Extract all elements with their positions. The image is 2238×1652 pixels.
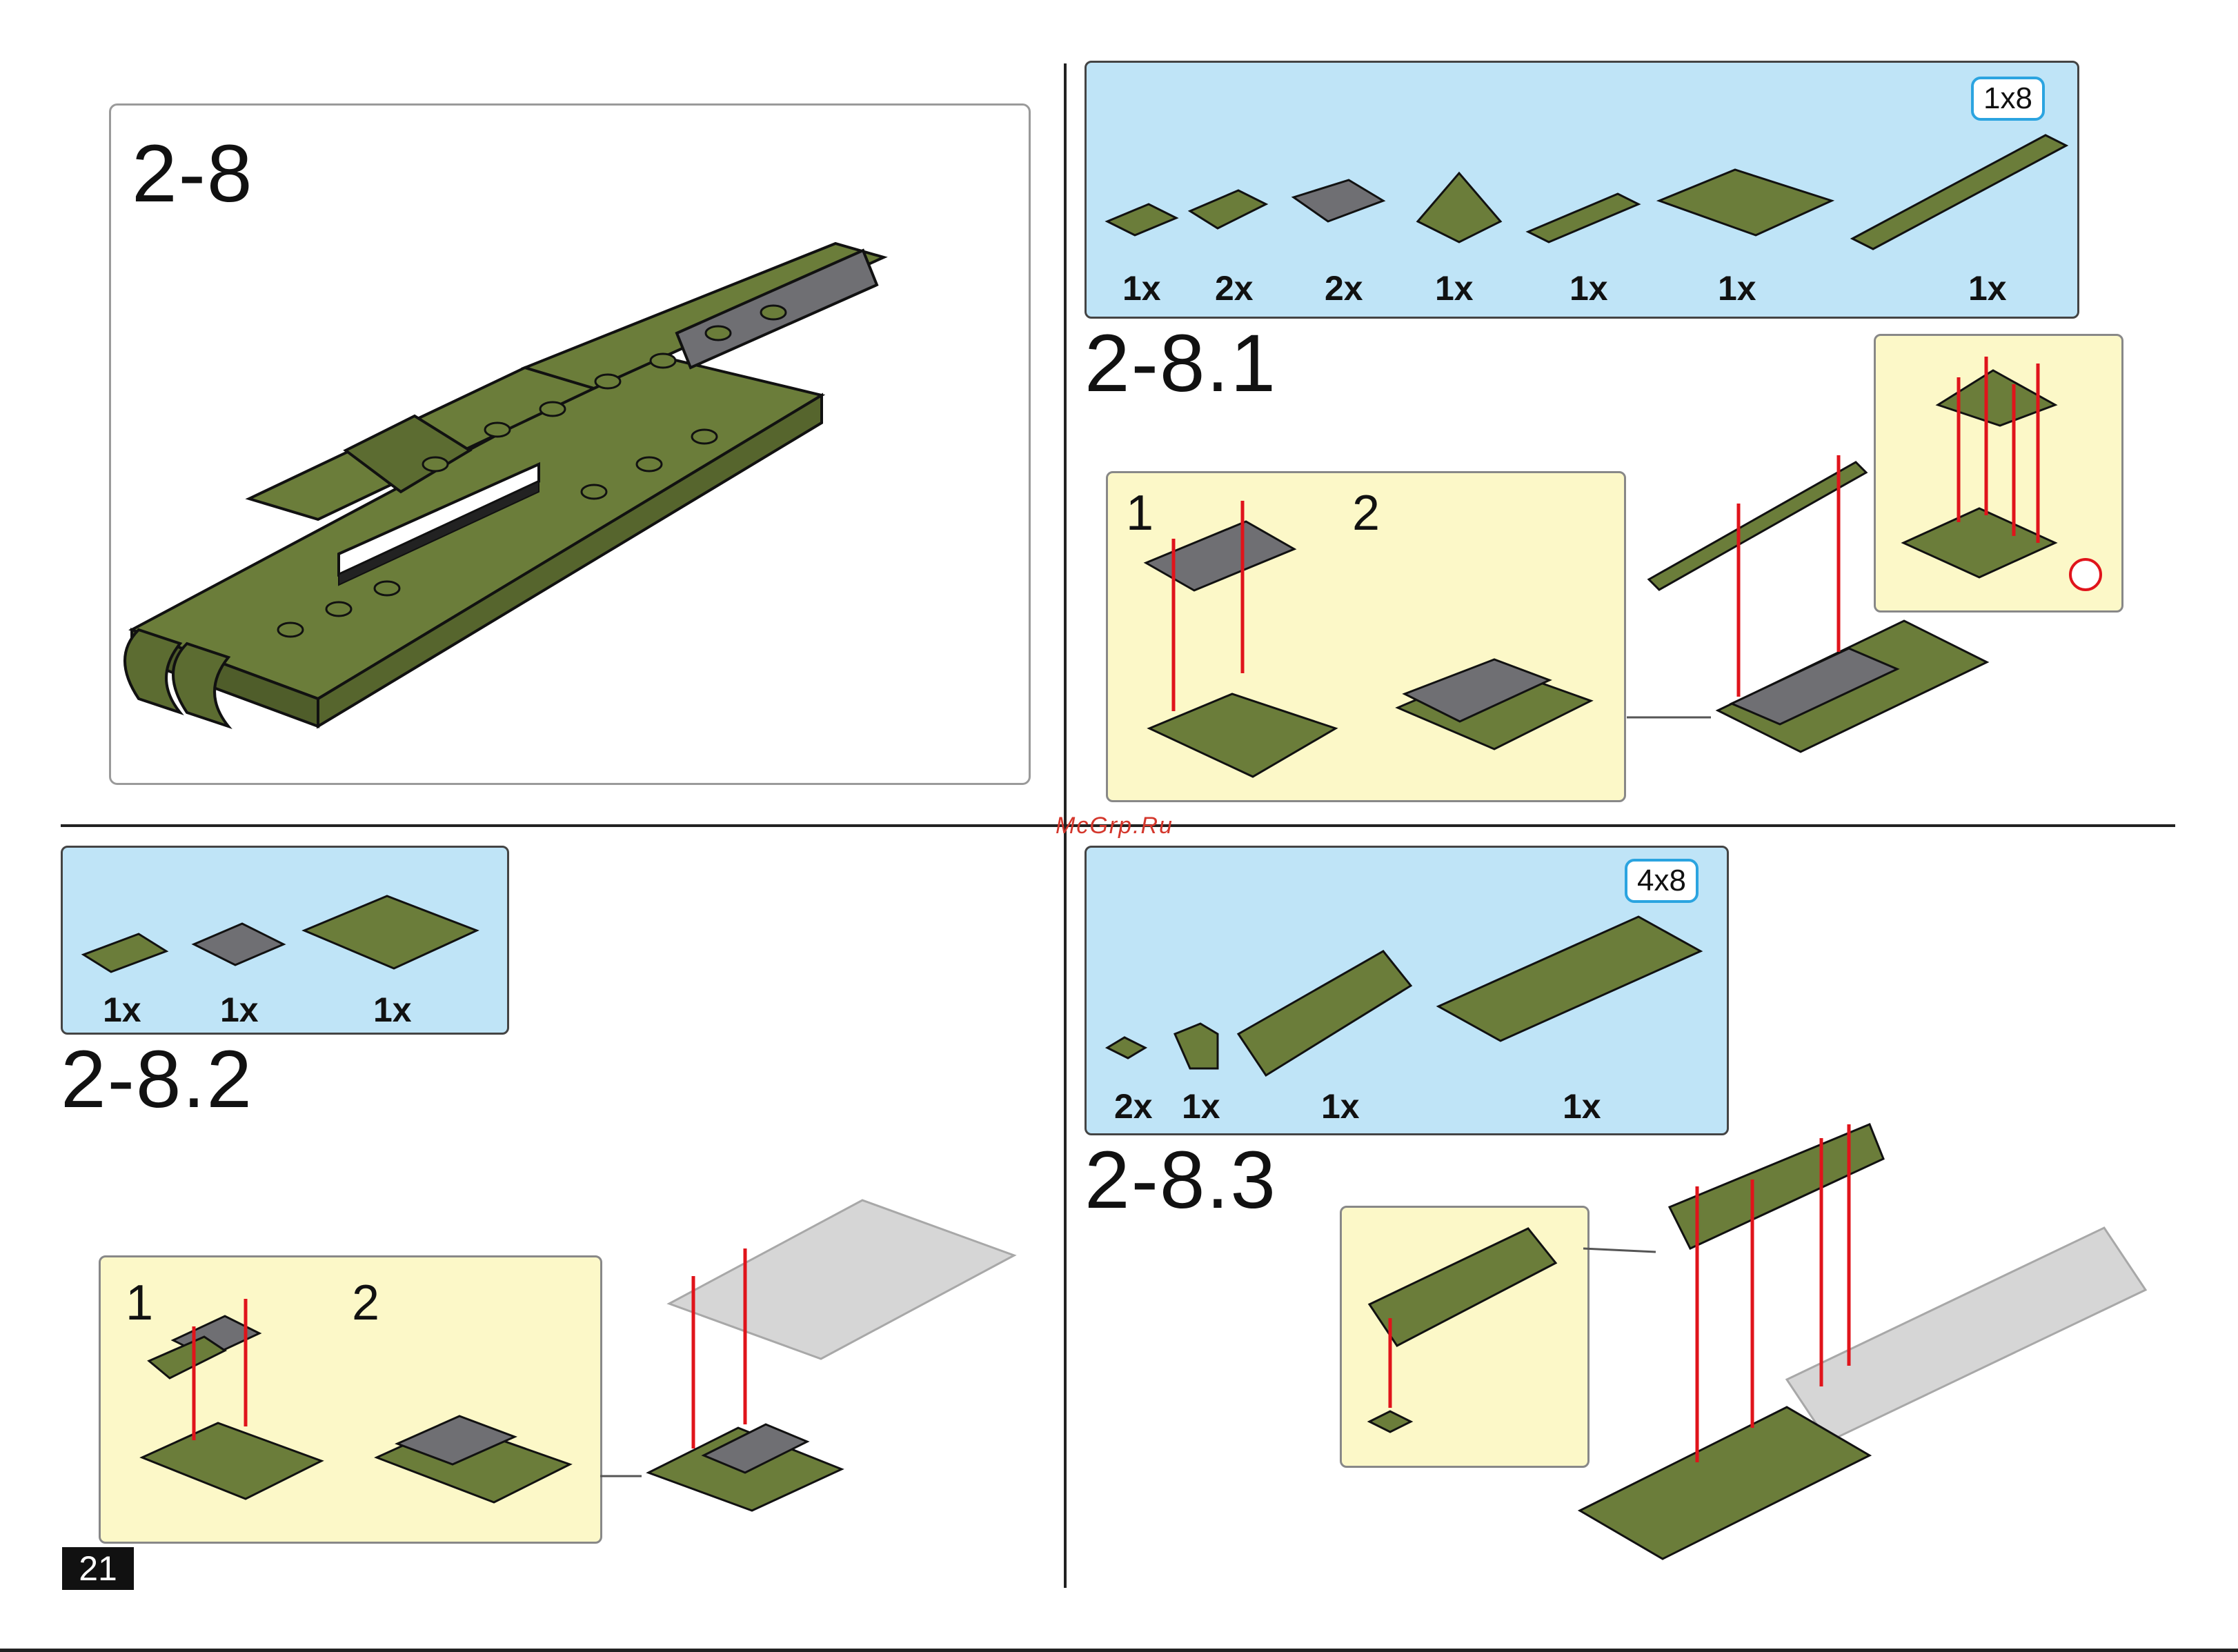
part-qty-2: 1x: [220, 993, 259, 1027]
part-qty-3: 1x: [1321, 1089, 1360, 1124]
page-number: 21: [62, 1547, 134, 1590]
step-title-2-8-3: 2-8.3: [1085, 1140, 1277, 1221]
part-qty-1: 1x: [103, 993, 141, 1027]
part-qty-3: 1x: [373, 993, 412, 1027]
parts-panel-2-8-3: 4x8 2x 1x 1x 1x: [1085, 846, 1729, 1135]
main-assembly-2-8-2: [600, 1166, 1014, 1524]
part-qty-5: 1x: [1569, 271, 1608, 306]
part-qty-2: 1x: [1182, 1089, 1220, 1124]
overview-frame: 2-8: [109, 103, 1031, 785]
parts-panel-2-8-1: 1x8 1x 2x 2x 1x 1x 1x 1x: [1085, 61, 2079, 319]
sub-assembly-2-8-1: 1 2: [1106, 471, 1626, 802]
sub-assembly-illustration-2-8-3: [1342, 1208, 1587, 1466]
part-qty-7: 1x: [1968, 271, 2007, 306]
part-qty-4: 1x: [1435, 271, 1474, 306]
part-qty-6: 1x: [1718, 271, 1756, 306]
step-title-2-8-1: 2-8.1: [1085, 323, 1277, 404]
sub-assembly-illustration-2-8-2: [101, 1257, 600, 1542]
sub-assembly-2-8-2: 1 2: [99, 1255, 602, 1544]
main-assembly-2-8-1: [1628, 414, 2014, 800]
step-title-2-8-2: 2-8.2: [61, 1039, 253, 1120]
part-qty-3: 2x: [1325, 271, 1363, 306]
part-qty-2: 2x: [1215, 271, 1254, 306]
main-assembly-2-8-3: [1580, 1104, 2146, 1531]
assembled-vehicle-illustration: [111, 106, 1029, 783]
part-qty-1: 2x: [1114, 1089, 1153, 1124]
sub-assembly-2-8-3: [1340, 1206, 1590, 1468]
watermark: McGrp.Ru: [1056, 813, 1174, 839]
part-qty-1: 1x: [1122, 271, 1161, 306]
sub-assembly-illustration-2-8-1: [1108, 473, 1624, 800]
parts-panel-2-8-2: 1x 1x 1x: [61, 846, 509, 1035]
bottom-rule: [0, 1649, 2238, 1652]
